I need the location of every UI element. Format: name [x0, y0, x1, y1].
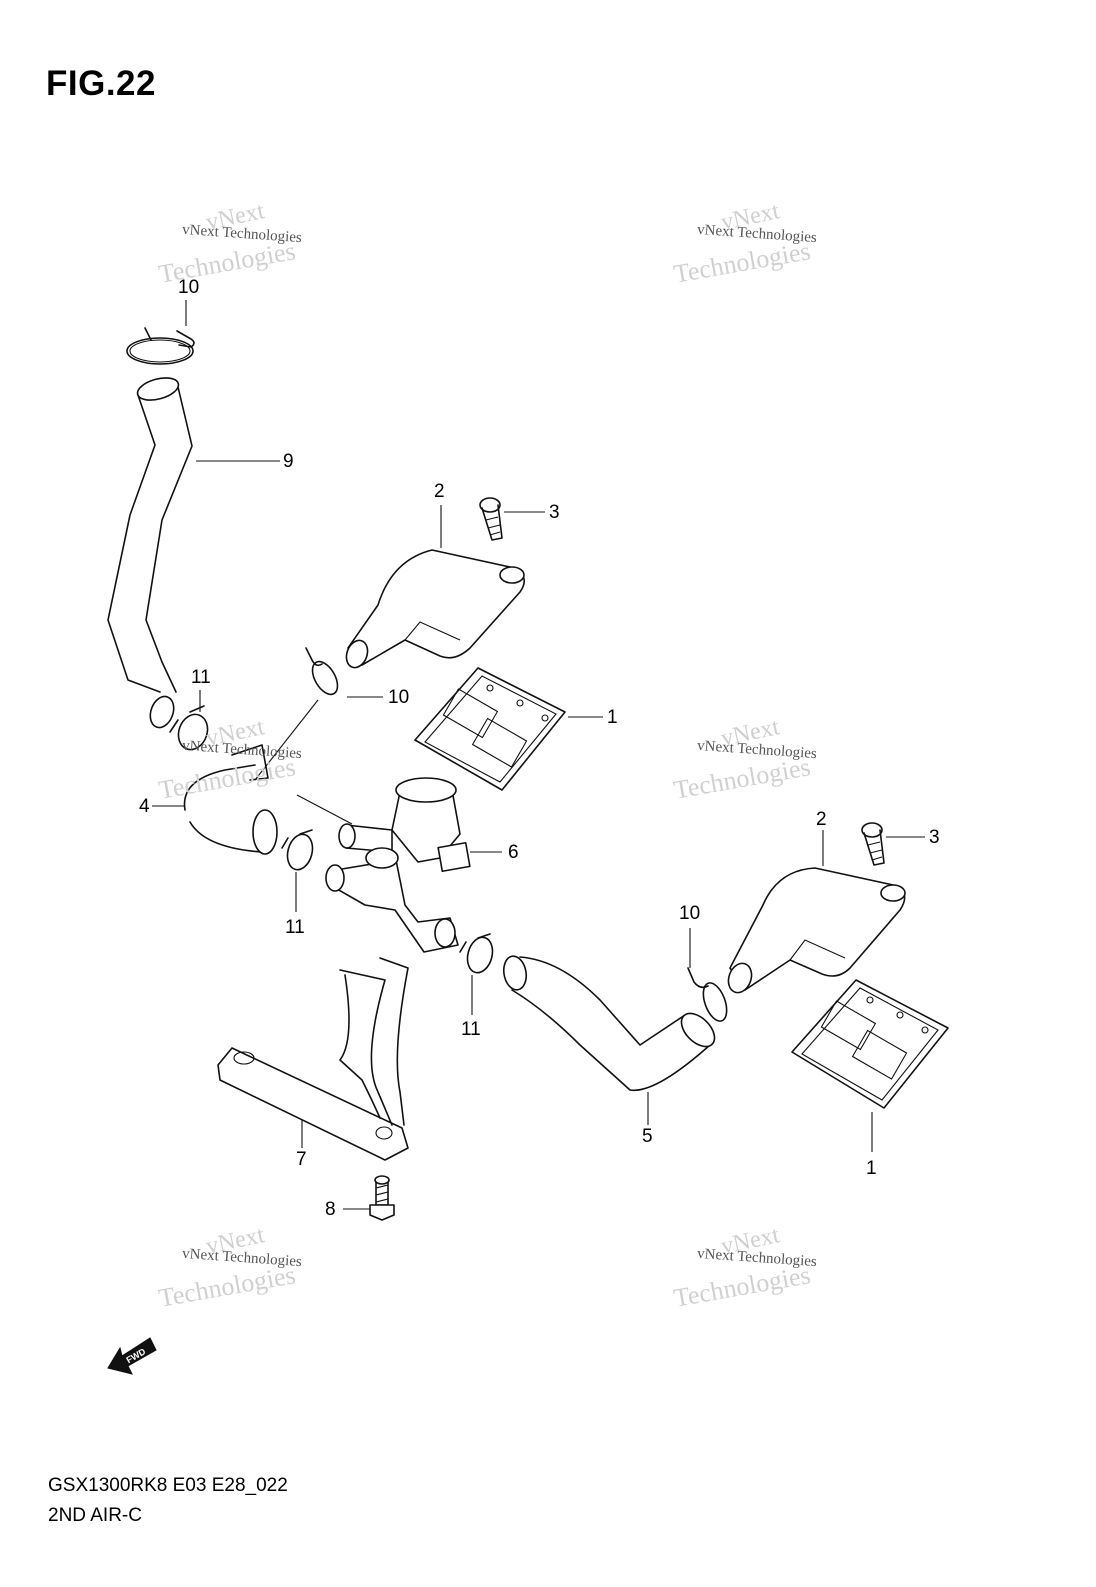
clamp-10-right: [687, 928, 728, 1022]
bolt-3-top: [479, 497, 545, 541]
figure-title: FIG.22: [46, 64, 156, 103]
cover-2-top: [345, 505, 526, 669]
cover-2-right: [727, 830, 906, 994]
callout-10-top: 10: [178, 277, 200, 298]
clamp-10-top: [126, 300, 195, 365]
hose-4: [152, 744, 278, 855]
callout-5: 5: [642, 1126, 653, 1147]
section-name: 2ND AIR-C: [48, 1505, 142, 1526]
callout-11-middle: 11: [285, 917, 305, 938]
hose-5: [502, 955, 716, 1125]
callout-6: 6: [508, 842, 519, 863]
bolt-8: [343, 1175, 395, 1221]
model-code: GSX1300RK8 E03 E28_022: [48, 1475, 288, 1496]
fwd-arrow-icon: FWD: [107, 1337, 157, 1375]
callout-1-right: 1: [866, 1158, 877, 1179]
callout-8: 8: [325, 1199, 336, 1220]
reed-plate-1-top: [414, 667, 603, 791]
callout-11-lower: 11: [461, 1019, 481, 1040]
callout-11-left: 11: [191, 667, 211, 688]
clamp-11-middle: [281, 829, 314, 912]
bracket-7: [217, 957, 409, 1161]
callout-7: 7: [296, 1149, 307, 1170]
callout-1-top: 1: [607, 707, 618, 728]
callout-9: 9: [283, 451, 294, 472]
callout-4: 4: [139, 796, 150, 817]
callout-10-middle: 10: [388, 687, 410, 708]
hose-9: [107, 377, 280, 729]
clamp-11-left: [169, 690, 209, 751]
clamp-11-lower: [459, 933, 494, 1015]
callout-10-right: 10: [679, 903, 701, 924]
callout-3-right: 3: [929, 827, 940, 848]
callout-2-right: 2: [816, 809, 827, 830]
callout-3-top: 3: [549, 502, 560, 523]
valve-6: [296, 777, 502, 953]
callout-2-top: 2: [434, 481, 445, 502]
reed-plate-1-right: [791, 979, 949, 1152]
bolt-3-right: [861, 822, 925, 866]
